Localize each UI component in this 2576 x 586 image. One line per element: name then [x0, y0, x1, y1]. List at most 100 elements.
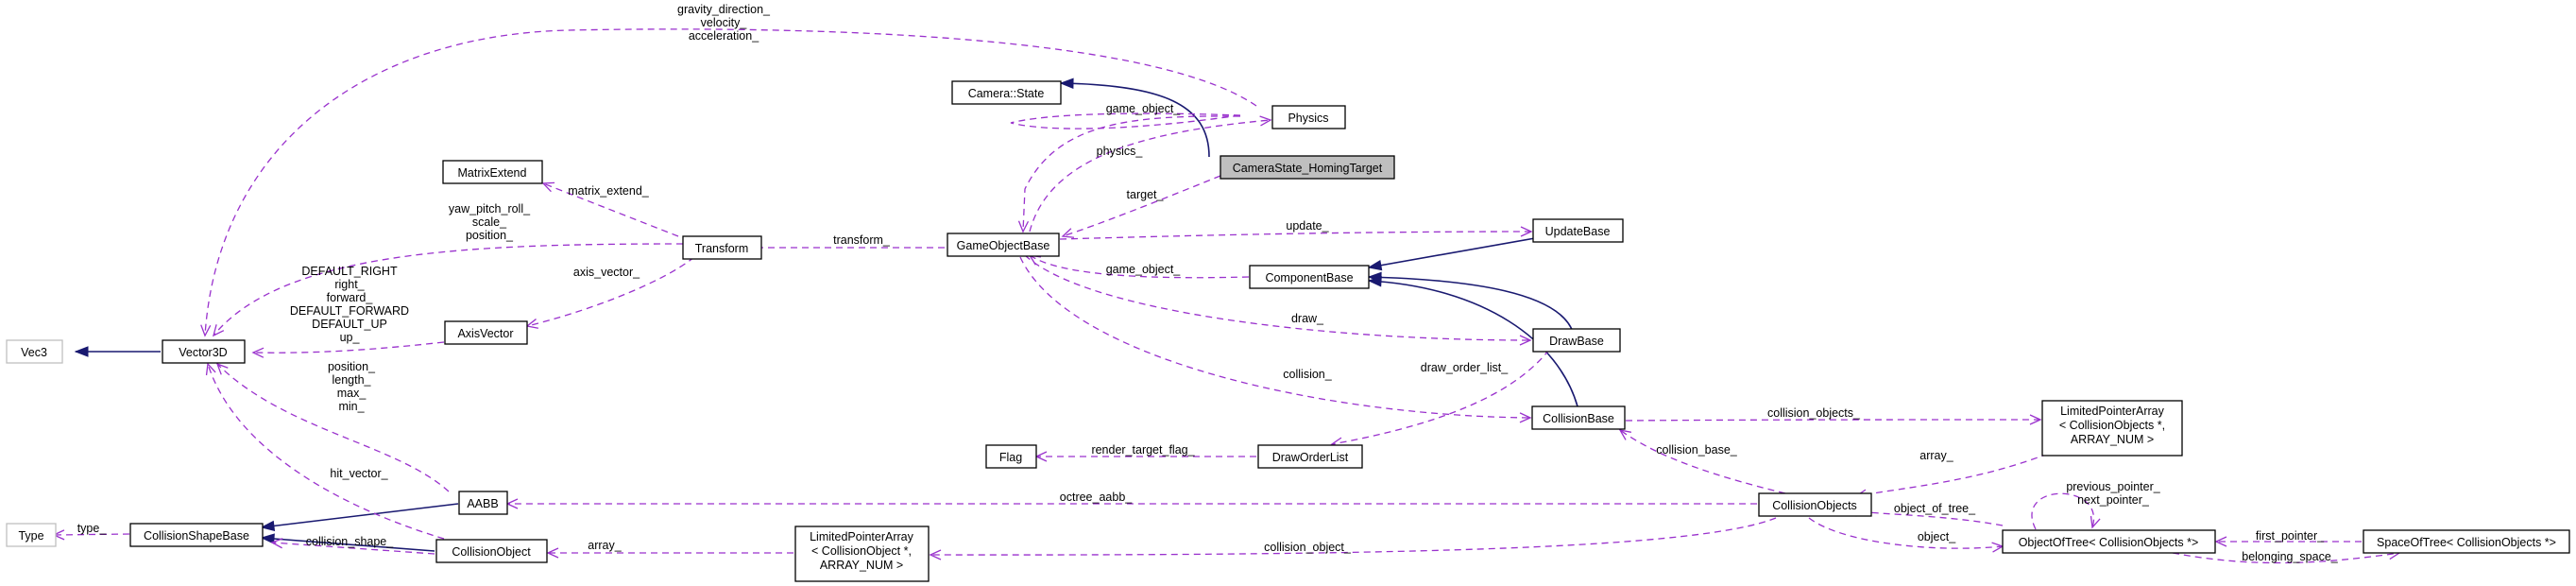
use-axisvector-vector3d — [251, 341, 445, 358]
edge-label-draw: draw_ — [1291, 312, 1324, 325]
use-componentbase-gameobjectbase — [1028, 254, 1250, 279]
inherit-drawbase-componentbase — [1367, 271, 1574, 333]
node-lpa-objects-line1: LimitedPointerArray — [2060, 405, 2165, 418]
node-camera-state-label: Camera::State — [968, 87, 1045, 100]
node-lpa-object-line1: LimitedPointerArray — [810, 530, 914, 543]
use-lpa-objects-collisionobjects — [1854, 453, 2049, 500]
node-limited-pointer-array-collision-objects[interactable]: LimitedPointerArray < CollisionObjects *… — [2041, 400, 2183, 457]
node-flag-label: Flag — [999, 451, 1022, 464]
node-space-of-tree[interactable]: SpaceOfTree< CollisionObjects *> — [2363, 529, 2570, 554]
use-gameobjectbase-drawbase — [1024, 254, 1532, 346]
inherit-updatebase-componentbase — [1367, 237, 1536, 271]
node-object-of-tree[interactable]: ObjectOfTree< CollisionObjects *> — [2002, 529, 2216, 554]
node-matrix-extend[interactable]: MatrixExtend — [442, 160, 543, 184]
node-object-of-tree-label: ObjectOfTree< CollisionObjects *> — [2019, 536, 2199, 549]
node-collision-object-label: CollisionObject — [452, 545, 531, 559]
node-collision-objects-label: CollisionObjects — [1772, 499, 1857, 512]
node-update-base[interactable]: UpdateBase — [1532, 218, 1624, 243]
use-collisionshapebase-type — [52, 529, 130, 541]
use-collisionobjects-collisionbase — [1618, 429, 1786, 494]
use-physics-vector3d — [200, 28, 1257, 337]
node-collision-objects[interactable]: CollisionObjects — [1758, 492, 1872, 517]
node-space-of-tree-label: SpaceOfTree< CollisionObjects *> — [2377, 536, 2556, 549]
edge-label-render-target-flag: render_target_flag_ — [1091, 443, 1195, 457]
node-collision-base[interactable]: CollisionBase — [1531, 405, 1626, 430]
edge-label-aabb-position: position_ — [328, 360, 376, 373]
node-lpa-object-line2: < CollisionObject *, — [811, 544, 912, 558]
node-draw-order-list-label: DrawOrderList — [1272, 451, 1349, 464]
node-axis-vector[interactable]: AxisVector — [444, 320, 528, 345]
edge-label-belonging-space: belonging_space_ — [2242, 550, 2339, 563]
inherit-collisionobject-collisionshapebase — [260, 533, 435, 552]
node-collision-base-label: CollisionBase — [1543, 412, 1614, 425]
inherit-aabb-collisionshapebase — [260, 503, 459, 532]
node-lpa-object-line3: ARRAY_NUM > — [820, 559, 903, 572]
node-transform[interactable]: Transform — [682, 235, 762, 260]
edge-label-next-pointer: next_pointer_ — [2077, 493, 2150, 507]
use-objectoftree-self — [2031, 492, 2101, 530]
node-collision-shape-base-label: CollisionShapeBase — [144, 529, 249, 543]
node-game-object-base-label: GameObjectBase — [957, 239, 1050, 252]
edge-label-object-of-tree: object_of_tree_ — [1894, 502, 1976, 515]
edge-label-transform: transform_ — [833, 233, 891, 247]
edge-label-octree-aabb: octree_aabb_ — [1060, 491, 1134, 504]
node-draw-order-list[interactable]: DrawOrderList — [1257, 444, 1363, 469]
edge-label-previous-pointer: previous_pointer_ — [2066, 480, 2160, 493]
use-transform-axisvector — [525, 256, 695, 329]
edge-label-component-game-object: game_object_ — [1106, 263, 1182, 276]
node-transform-label: Transform — [695, 242, 749, 255]
node-component-base[interactable]: ComponentBase — [1249, 265, 1370, 289]
use-gameobjectbase-updatebase — [1059, 226, 1533, 240]
node-matrix-extend-label: MatrixExtend — [458, 166, 527, 180]
node-vec3-label: Vec3 — [21, 346, 47, 359]
edge-label-collision: collision_ — [1283, 368, 1332, 381]
node-vector3d-label: Vector3D — [179, 346, 227, 359]
edge-label-object: object_ — [1918, 530, 1956, 543]
use-transform-vector3d — [213, 243, 684, 337]
edge-label-gravity-direction: gravity_direction_ — [677, 3, 771, 16]
node-collision-shape-base[interactable]: CollisionShapeBase — [129, 523, 264, 547]
node-aabb[interactable]: AABB — [458, 491, 508, 515]
edge-label-collision-base: collision_base_ — [1656, 443, 1738, 457]
node-collision-object[interactable]: CollisionObject — [435, 539, 548, 563]
node-vector3d[interactable]: Vector3D — [162, 339, 246, 364]
edge-label-acceleration: acceleration_ — [689, 29, 759, 43]
edge-labels: gravity_direction_ velocity_ acceleratio… — [77, 3, 2339, 563]
node-aabb-label: AABB — [467, 497, 498, 510]
edge-label-collision-object: collision_object_ — [1264, 541, 1352, 554]
edge-label-aabb-max: max_ — [337, 387, 367, 400]
edge-label-type: type_ — [77, 522, 108, 535]
use-gameobjectbase-collisionbase — [1019, 256, 1532, 423]
edge-label-scale: scale_ — [472, 215, 507, 229]
node-type[interactable]: Type — [6, 523, 57, 547]
node-camera-state[interactable]: Camera::State — [951, 80, 1062, 105]
edge-label-velocity: velocity_ — [701, 16, 748, 29]
node-flag[interactable]: Flag — [985, 444, 1037, 469]
edge-label-collision-objects: collision_objects_ — [1767, 406, 1861, 420]
edge-label-right: right_ — [334, 278, 365, 291]
edge-label-array-object: array_ — [588, 539, 622, 552]
node-physics[interactable]: Physics — [1271, 105, 1346, 129]
node-draw-base[interactable]: DrawBase — [1532, 328, 1621, 353]
node-axis-vector-label: AxisVector — [457, 327, 513, 340]
node-draw-base-label: DrawBase — [1549, 335, 1604, 348]
edge-label-aabb-length: length_ — [332, 373, 371, 387]
node-game-object-base[interactable]: GameObjectBase — [947, 233, 1060, 257]
node-component-base-label: ComponentBase — [1265, 271, 1353, 284]
edge-label-matrix-extend: matrix_extend_ — [568, 184, 650, 198]
node-vec3[interactable]: Vec3 — [6, 339, 63, 364]
edge-label-physics: physics_ — [1097, 145, 1144, 158]
node-camera-state-homing-target[interactable]: CameraState_HomingTarget — [1220, 155, 1395, 180]
use-drawbase-draworderlist — [1330, 349, 1550, 448]
use-physics-gameobjectbase — [1010, 112, 1241, 129]
node-type-label: Type — [18, 529, 43, 543]
use-aabb-vector3d — [215, 362, 450, 492]
edge-label-collision-shape: collision_shape_ — [306, 535, 394, 548]
use-gameobjectbase-physics — [1017, 115, 1241, 233]
edges — [52, 28, 2401, 564]
use-collisionobject-collisionshapebase — [270, 538, 435, 555]
node-limited-pointer-array-collision-object[interactable]: LimitedPointerArray < CollisionObject *,… — [794, 526, 930, 582]
node-lpa-objects-line2: < CollisionObjects *, — [2059, 419, 2165, 432]
use-homingtarget-gameobjectbase — [1061, 175, 1221, 238]
